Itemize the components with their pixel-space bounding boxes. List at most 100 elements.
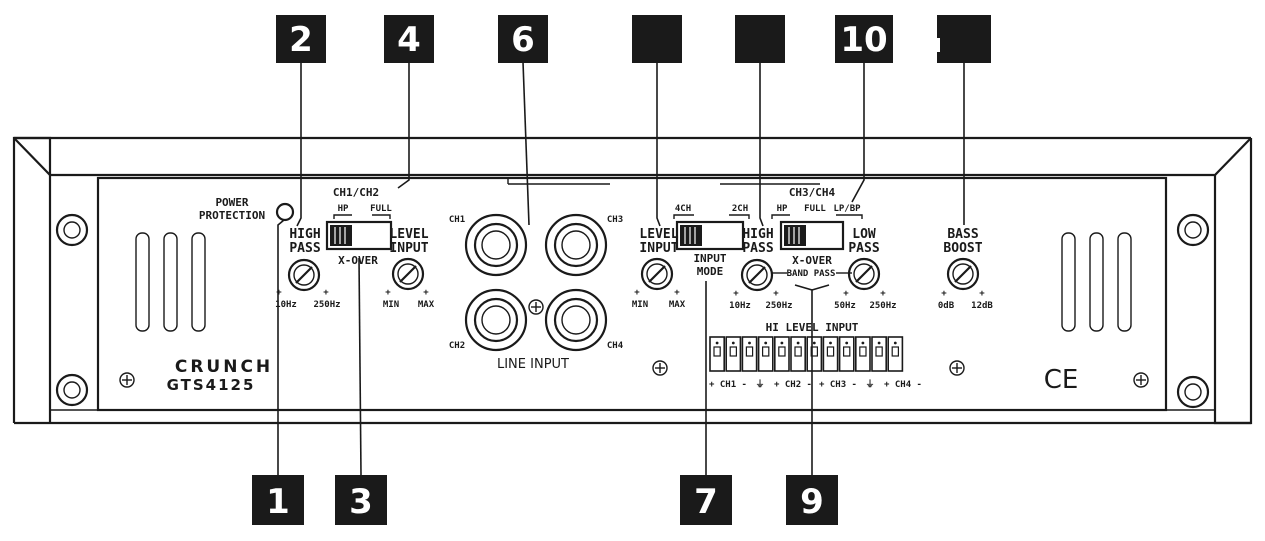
ch12-hp-plus-min: + [276,288,282,298]
lvl-max-label: MAX [669,300,686,310]
hi-level-terminal[interactable] [854,336,871,372]
ch12-hp-max-label: 250Hz [313,300,340,310]
mount-hole-tr-inner [1184,221,1202,239]
ch34-full-label: FULL [804,204,826,214]
ch34-hp-plus-min: + [733,289,739,299]
brand-logo: CRUNCH [175,357,273,377]
callout-number: 4 [397,20,421,60]
terminal-label: + CH1 - [709,380,747,390]
ch12-lvl-plus-min: + [385,288,391,298]
callout-number: 10 [840,20,887,60]
mode-4ch-bracket [673,214,694,219]
ch12-title: CH1/CH2 [333,186,379,199]
callout-badge: 10 [835,15,893,63]
bass-boost-section: BASS BOOST + + 0dB 12dB [938,227,994,311]
ce-mark: CE [1044,365,1079,395]
input-mode-line1: INPUT [693,252,726,265]
callout-number: 6 [511,20,535,60]
rca-jack-ch2[interactable] [464,288,528,352]
input-mode-switch[interactable] [675,220,745,251]
line-input-label: LINE INPUT [497,357,569,372]
hi-level-terminal[interactable] [757,336,774,372]
power-protection-indicator: POWER PROTECTION [199,196,295,222]
leader-6 [522,61,530,226]
terminal-label: ⏚ [755,379,764,390]
leader-2 [296,62,302,227]
hi-level-terminal[interactable] [887,336,904,372]
hi-level-terminal[interactable] [790,336,806,372]
callout-badge: 4 [384,15,434,63]
leader-4 [397,62,410,189]
bass-max-label: 12dB [971,301,993,311]
hi-level-terminal[interactable] [806,336,823,372]
ch34-lp-max-label: 250Hz [869,301,896,311]
ch12-xover-switch[interactable] [325,220,393,251]
hi-level-terminal[interactable] [822,336,839,372]
ch12-xover-label: X-OVER [338,254,378,267]
screw-icon [119,372,135,388]
model-name: GTS4125 [167,376,256,394]
mount-hole-br-inner [1184,383,1202,401]
bass-boost-line2: BOOST [943,241,982,256]
top-bevel [13,137,1252,177]
hi-level-terminal[interactable] [773,336,790,372]
callout-badge: 6 [498,15,548,63]
ch12-hp-plus-max: + [323,288,329,298]
bass-min-label: 0dB [938,301,955,311]
callout-badge [735,15,785,63]
bass-boost-knob[interactable] [946,257,980,291]
ch34-xover-switch[interactable] [779,220,845,251]
screw-icon [528,299,544,315]
hi-level-terminal[interactable] [838,336,855,372]
callout-badge: 1 [252,475,304,525]
input-level-section: LEVEL INPUT 4CH 2CH INPUT MODE + + MIN M… [632,204,750,310]
ch34-low-pass-knob[interactable] [847,257,881,291]
bass-plus-max: + [979,289,985,299]
ch12-lvl-min-label: MIN [383,300,399,310]
ch34-high-pass-line1: HIGH [742,227,773,242]
terminal-block [709,336,904,372]
ch12-high-pass-line1: HIGH [289,227,320,242]
ch34-high-pass-line2: PASS [742,241,773,256]
ch12-level-knob[interactable] [391,257,425,291]
ch34-bandpass-label: BAND PASS [787,269,836,279]
rca-jack-ch1[interactable] [464,213,528,277]
mount-hole-tr [1176,213,1210,247]
ch12-level-input-line2: INPUT [389,241,428,256]
lvl-min-label: MIN [632,300,648,310]
leader-1 [277,219,285,475]
ch12-hp-min-label: 10Hz [275,300,297,310]
callout-number: 2 [289,20,313,60]
ch34-hp-label: HP [777,204,788,214]
leader-blank-b [759,62,764,227]
ch34-lp-min-label: 50Hz [834,301,856,311]
input-level-knob[interactable] [640,257,674,291]
left-heatsink-fin [12,136,52,423]
screw-icon [652,360,668,376]
leader-10 [851,62,865,203]
mount-hole-br [1176,375,1210,409]
ch34-hp-min-label: 10Hz [729,301,751,311]
hi-level-terminal[interactable] [741,336,758,372]
rca-ch2-label: CH2 [449,341,465,351]
hi-level-input: HI LEVEL INPUT + CH1 - ⏚ + CH2 - + CH3 -… [709,321,922,390]
screws [119,299,1149,388]
hi-level-terminal[interactable] [709,336,725,372]
terminal-label: ⏚ [865,379,874,390]
ch12-section: CH1/CH2 HP FULL HIGH PASS X-OVER LEVEL I… [275,186,435,310]
mount-hole-tl [55,213,89,247]
level-input-line2: INPUT [639,241,678,256]
rca-jack-ch3[interactable] [544,213,608,277]
ch12-high-pass-knob[interactable] [287,258,321,292]
ch12-hp-label: HP [338,204,349,214]
hi-level-terminal[interactable] [725,336,742,372]
callout-badge [632,15,682,63]
ch34-low-pass-line1: LOW [852,227,876,242]
screw-icon [949,360,965,376]
hi-level-terminal[interactable] [871,336,887,372]
ch34-xover-label: X-OVER [792,254,832,267]
rca-jack-ch4[interactable] [544,288,608,352]
ch12-full-bracket [372,214,391,219]
ch34-high-pass-knob[interactable] [740,258,774,292]
ch34-low-pass-line2: PASS [848,241,879,256]
